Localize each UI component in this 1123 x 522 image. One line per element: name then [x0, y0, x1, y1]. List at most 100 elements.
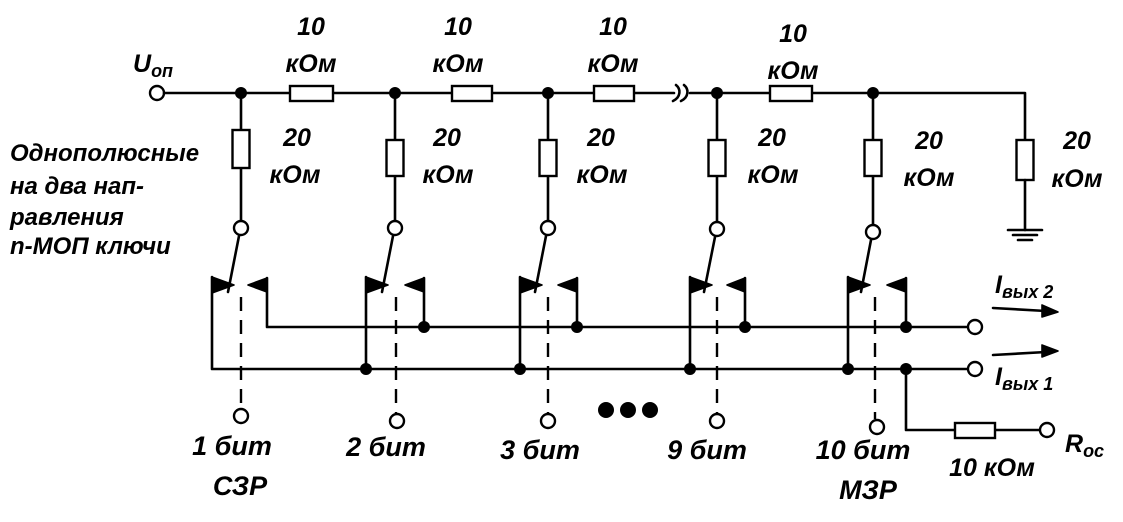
bit-9-contact-out2 [726, 277, 746, 293]
bit-10-contact-out1 [847, 276, 871, 294]
bit-1-control-terminal [232, 407, 250, 425]
series-resistor-3-value: 10 [599, 13, 627, 41]
ellipsis-dot [642, 402, 658, 418]
output-2-junction [739, 321, 751, 333]
bit-1-label: 1 бит [192, 431, 272, 461]
bit-2-switch-pivot [386, 219, 404, 237]
shunt-resistor-5-value: 20 [914, 127, 943, 155]
bit-9-control-terminal [708, 412, 726, 430]
output-2-label: Iвых 2 [995, 271, 1053, 302]
shunt-resistor-6-value: 20 [1062, 127, 1091, 155]
bit-9-branch [688, 91, 747, 430]
shunt-resistor-4-value: 20 [757, 124, 786, 152]
shunt-resistor-4-unit: кОм [748, 161, 799, 189]
bit-1-note: СЗР [213, 471, 268, 501]
output-2-subscript: вых 2 [1002, 282, 1053, 302]
rail-break-symbol [671, 83, 689, 103]
output-1-junction [684, 363, 696, 375]
series-resistor-labels: 10 кОм 10 кОм 10 кОм 10 кОм [286, 13, 819, 85]
output-2-junction [571, 321, 583, 333]
bit-2-shunt-resistor [385, 138, 405, 178]
switch-note-line-1: Однополюсные [10, 140, 199, 167]
bit-2-contact-posts [364, 275, 426, 371]
series-resistor-2-unit: кОм [433, 50, 484, 78]
bit-1-shunt-resistor [231, 128, 251, 170]
bit-10-label: 10 бит [816, 435, 911, 465]
output-1-junction [842, 363, 854, 375]
output-1-junction [360, 363, 372, 375]
feedback-terminal [1038, 421, 1056, 439]
bit-3-control-terminal [539, 412, 557, 430]
feedback-resistor-label: 10 кОм [949, 454, 1035, 482]
bit-3-shunt-resistor [538, 138, 558, 178]
output-1-arrow-shaft [991, 350, 1048, 357]
feedback-branch [904, 367, 1056, 440]
output-2-junction [900, 321, 912, 333]
bit-1-branch [211, 91, 268, 425]
shunt-resistor-labels: 20 кОм 20 кОм 20 кОм 20 кОм 20 кОм 20 кО… [270, 124, 1103, 193]
bit-3-contact-posts [518, 275, 579, 371]
series-resistor-2-value: 10 [444, 13, 472, 41]
ellipsis-dots [598, 402, 658, 418]
switch-note-line-3: равления [9, 204, 124, 231]
ellipsis-dot [598, 402, 614, 418]
series-resistor-4-value: 10 [779, 20, 807, 48]
series-resistor-2 [450, 84, 494, 103]
output-1-junction [514, 363, 526, 375]
ground-symbol [1006, 228, 1044, 242]
reference-rail [148, 83, 1027, 142]
bit-3-branch [518, 91, 579, 430]
output-2-terminal [966, 318, 984, 336]
series-resistor-4 [768, 84, 814, 103]
switch-note-line-2: на два нап- [10, 173, 144, 200]
reference-label: Uоп [133, 50, 173, 81]
bit-9-contact-posts [688, 275, 747, 371]
series-resistor-1-value: 10 [297, 13, 325, 41]
shunt-resistor-6-unit: кОм [1052, 165, 1103, 193]
termination-branch [1006, 138, 1044, 242]
termination-resistor [1015, 138, 1035, 182]
bit-2-contact-out2 [404, 277, 425, 293]
output-1-label: Iвых 1 [995, 363, 1053, 394]
series-resistor-4-unit: кОм [768, 57, 819, 85]
reference-terminal [148, 84, 166, 102]
output-2-bus [265, 276, 970, 329]
bit-3-label: 3 бит [500, 435, 580, 465]
bit-1-switch-pivot [232, 219, 250, 237]
bit-10-shunt-resistor [863, 138, 883, 178]
output-1-bus [210, 275, 970, 371]
switch-note: Однополюсные на два нап- равления n-МОП … [9, 140, 199, 260]
bit-9-contact-out1 [689, 276, 713, 294]
bit-3-switch-pivot [539, 219, 557, 237]
feedback-terminal-label: Rос [1065, 430, 1104, 461]
shunt-resistor-2-unit: кОм [423, 161, 474, 189]
output-2-arrow-shaft [991, 306, 1048, 313]
bit-10-branch [846, 91, 908, 436]
output-2-arrow-head [1041, 304, 1059, 318]
feedback-wire [904, 367, 1042, 432]
series-resistor-3 [592, 84, 636, 103]
bit-3-contact-out2 [557, 277, 578, 293]
series-resistor-3-unit: кОм [588, 50, 639, 78]
shunt-resistor-3-value: 20 [586, 124, 615, 152]
reference-symbol: U [133, 50, 152, 78]
bit-10-switch-pivot [864, 223, 882, 241]
output-buses [210, 275, 1059, 378]
bit-10-note: МЗР [839, 475, 898, 505]
shunt-resistor-1-unit: кОм [270, 161, 321, 189]
bit-2-branch [364, 91, 426, 430]
bit-2-control-terminal [388, 412, 406, 430]
shunt-resistor-3-unit: кОм [577, 161, 628, 189]
feedback-subscript: ос [1083, 441, 1104, 461]
ellipsis-dot [620, 402, 636, 418]
series-resistor-1-unit: кОм [286, 50, 337, 78]
output-1-symbol: I [995, 363, 1003, 391]
shunt-resistor-1-value: 20 [282, 124, 311, 152]
switch-note-line-4: n-МОП ключи [10, 233, 171, 260]
shunt-resistor-5-unit: кОм [904, 164, 955, 192]
bit-labels: 1 бит СЗР 2 бит 3 бит 9 бит 10 бит МЗР [192, 431, 910, 505]
output-1-arrow-head [1041, 344, 1059, 358]
output-2-junction [418, 321, 430, 333]
output-1-subscript: вых 1 [1002, 374, 1053, 394]
bit-9-label: 9 бит [667, 435, 747, 465]
